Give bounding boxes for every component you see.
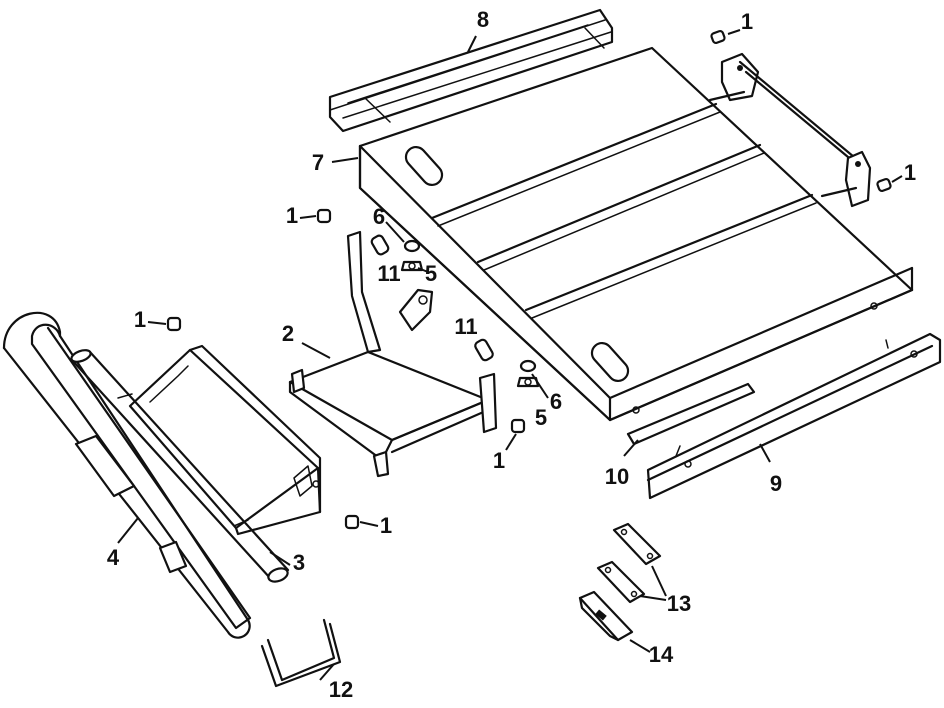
part-7-deck xyxy=(331,46,914,422)
part-9-rail xyxy=(646,332,942,500)
part-13-plates xyxy=(596,522,667,604)
part-1-bushings xyxy=(147,29,903,530)
callout-c1e: 1 xyxy=(493,448,505,473)
callout-c1c: 1 xyxy=(286,203,298,228)
callout-c5a: 5 xyxy=(425,261,437,286)
part-8-top-rail xyxy=(328,8,614,133)
part-4-handle xyxy=(2,311,290,639)
callout-c3: 3 xyxy=(293,550,305,575)
callout-c12: 12 xyxy=(329,677,353,702)
callout-c10: 10 xyxy=(605,464,629,489)
callout-c1a: 1 xyxy=(741,9,753,34)
callout-c6a: 6 xyxy=(373,204,385,229)
callout-c8: 8 xyxy=(477,7,489,32)
bushing-1a xyxy=(710,29,741,45)
right-frame-bracket xyxy=(708,52,872,208)
hardware-set-lower xyxy=(474,338,549,399)
bushing-1b xyxy=(876,175,903,193)
callout-c13: 13 xyxy=(667,591,691,616)
callout-c9: 9 xyxy=(770,471,782,496)
callout-c4: 4 xyxy=(107,545,120,570)
part-12-clip xyxy=(260,618,342,688)
callout-c11a: 11 xyxy=(377,261,400,286)
callout-c7: 7 xyxy=(312,150,324,175)
part-2-bracket xyxy=(288,230,498,478)
callout-c1f: 1 xyxy=(380,513,392,538)
callout-c14: 14 xyxy=(649,642,674,667)
callout-c5b: 5 xyxy=(535,405,547,430)
part-3-pan xyxy=(128,344,322,566)
callout-c6b: 6 xyxy=(550,389,562,414)
callout-c2: 2 xyxy=(282,321,294,346)
bushing-1e xyxy=(505,418,526,451)
bushing-1d xyxy=(147,316,182,332)
bushing-1c xyxy=(299,208,332,224)
callout-c11b: 11 xyxy=(454,314,477,339)
part-10-strip xyxy=(623,382,756,457)
part-14-bracket xyxy=(578,590,651,653)
bushing-1f xyxy=(344,514,379,530)
hardware-set-upper xyxy=(370,221,429,273)
callout-c1d: 1 xyxy=(134,307,146,332)
callout-c1b: 1 xyxy=(904,160,916,185)
